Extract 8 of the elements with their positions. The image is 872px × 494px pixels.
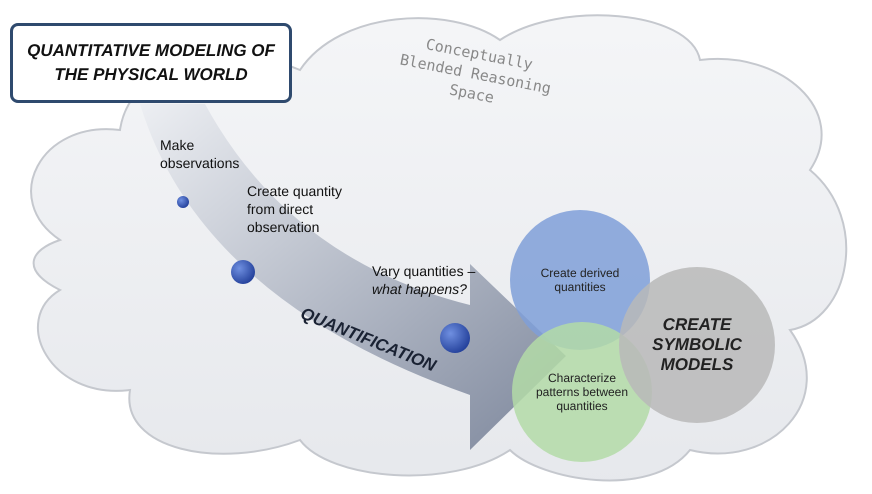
circle-label: Characterize patterns between quantities — [534, 371, 630, 413]
step-label: Vary quantities – what happens? — [372, 262, 476, 298]
title-box — [10, 23, 292, 103]
circle-label: Create derived quantities — [540, 266, 620, 294]
circle-label: CREATE SYMBOLIC MODELS — [651, 315, 743, 375]
step-label: Create quantity from direct observation — [247, 182, 343, 236]
step-label: Make observations — [160, 136, 240, 172]
title-text: QUANTITATIVE MODELING OF THE PHYSICAL WORLD — [26, 40, 276, 86]
